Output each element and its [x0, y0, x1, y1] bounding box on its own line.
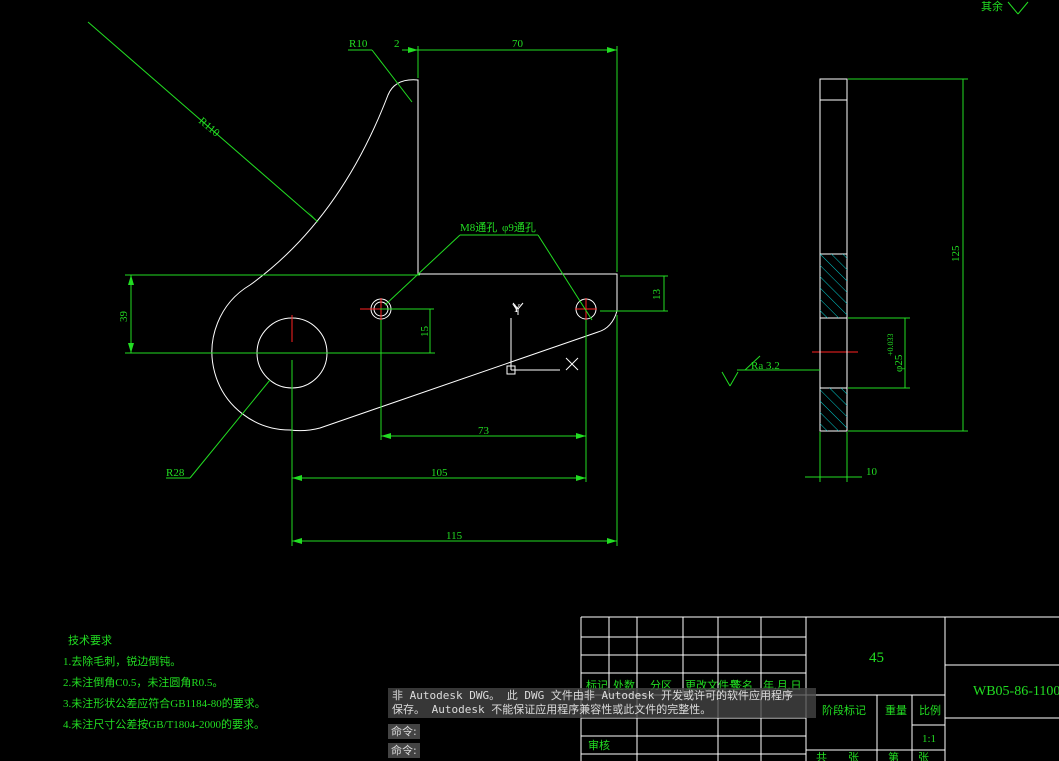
section-hatch	[820, 254, 847, 318]
tb-weight: 重量	[885, 703, 907, 717]
command-notice-line-2: 保存。 Autodesk 不能保证应用程序兼容性或此文件的完整性。	[392, 703, 712, 716]
tb-bottom-4: 张	[918, 751, 929, 761]
dim-73: 73	[478, 425, 490, 437]
dim-13: 13	[651, 289, 663, 301]
command-prompt: 命令:	[388, 724, 420, 739]
command-notice-line-1: 非 Autodesk DWG。 此 DWG 文件由非 Autodesk 开发或许…	[392, 689, 794, 702]
tb-bottom-2: 张	[848, 751, 859, 761]
tech-item-3: 3.未注形状公差应符合GB1184-80的要求。	[63, 696, 266, 710]
command-input[interactable]	[428, 743, 798, 758]
dim-70: 70	[512, 38, 524, 50]
label-phi9-hole: φ9通孔	[502, 221, 536, 234]
ucs-icon	[506, 302, 579, 375]
tb-bottom-1: 共	[816, 751, 827, 761]
dim-r10: R10	[349, 38, 368, 50]
tech-item-1: 1.去除毛刺，锐边倒钝。	[63, 654, 181, 668]
tb-ratio-label: 比例	[919, 703, 941, 717]
dim-15: 15	[419, 326, 431, 338]
dim-tolerance: +0.033	[886, 333, 895, 356]
dim-2: 2	[394, 38, 400, 50]
label-m8-hole: M8通孔	[460, 221, 497, 234]
dim-r110: R110	[196, 115, 222, 140]
section-hatch	[820, 388, 847, 431]
roughness-qiyu: 其余	[981, 0, 1003, 13]
tb-ratio: 1:1	[922, 733, 936, 745]
command-line-1: 命令:	[388, 724, 808, 739]
dim-125: 125	[950, 245, 962, 262]
side-dimensions	[721, 1, 1029, 482]
dim-39: 39	[118, 311, 130, 323]
tech-title: 技术要求	[68, 634, 112, 647]
part-outline	[211, 79, 618, 432]
dim-arrows	[128, 47, 617, 544]
dimension-lines	[87, 21, 668, 546]
dim-115: 115	[446, 530, 463, 542]
roughness-ra: Ra 3.2	[751, 360, 780, 372]
center-marks	[282, 298, 858, 354]
ucs-y-label: Y	[512, 301, 521, 315]
dim-10: 10	[866, 466, 878, 478]
tb-stage: 阶段标记	[822, 703, 866, 717]
dim-r28: R28	[166, 467, 185, 479]
drawing-number: WB05-86-11003	[973, 684, 1059, 699]
command-prompt: 命令:	[388, 743, 420, 758]
tb-bottom-3: 第	[888, 750, 899, 761]
tech-item-2: 2.未注倒角C0.5，未注圆角R0.5。	[63, 675, 223, 689]
material: 45	[869, 650, 884, 666]
command-history: 非 Autodesk DWG。 此 DWG 文件由非 Autodesk 开发或许…	[388, 688, 816, 718]
command-line-2[interactable]: 命令:	[388, 743, 808, 758]
tech-item-4: 4.未注尺寸公差按GB/T1804-2000的要求。	[63, 717, 265, 731]
dim-105: 105	[431, 467, 448, 479]
dim-phi25: φ25	[893, 354, 905, 372]
